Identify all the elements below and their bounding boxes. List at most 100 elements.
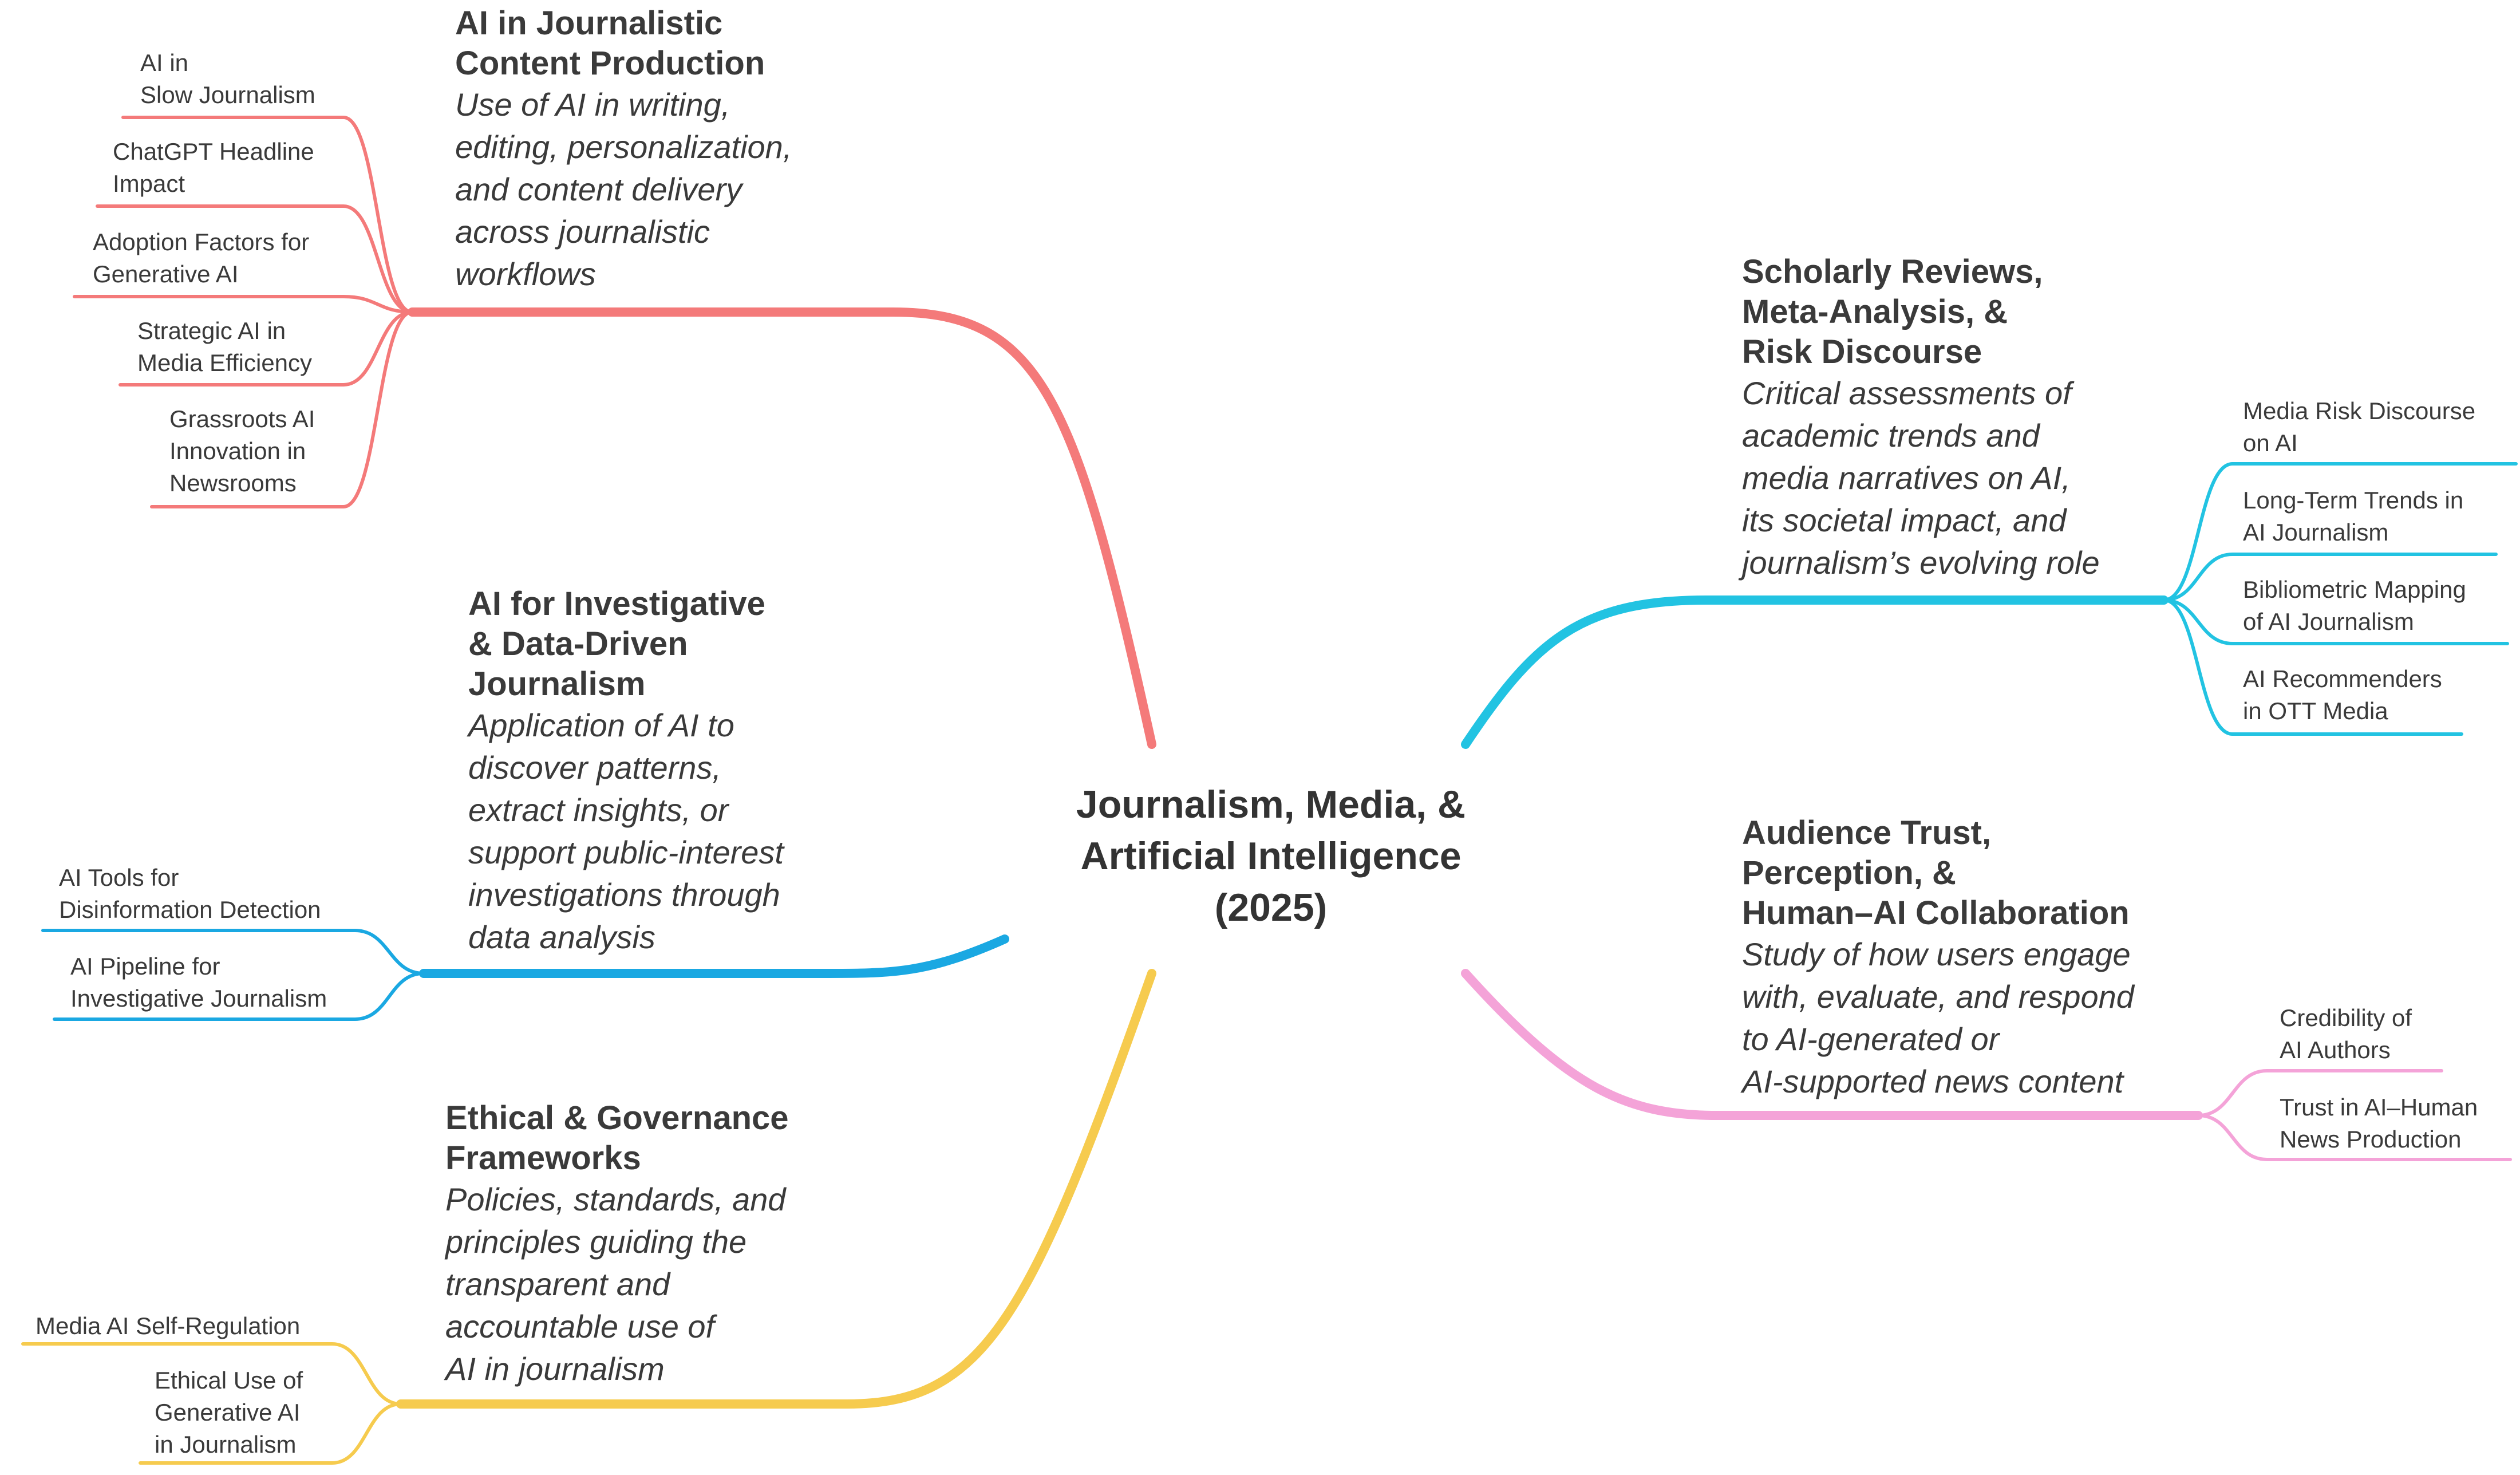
- leaf-credibility-ai-authors: Credibility of AI Authors: [2280, 1002, 2412, 1066]
- central-topic-line-3: (2025): [1214, 886, 1328, 929]
- leaf-bibliometric-mapping: Bibliometric Mapping of AI Journalism: [2243, 574, 2466, 638]
- leaf-line: Generative AI: [155, 1399, 301, 1426]
- leaf-line: AI Journalism: [2243, 519, 2389, 546]
- branch-title: Audience Trust, Perception, & Human–AI C…: [1742, 813, 2134, 933]
- branch-description-line: workflows: [455, 256, 596, 292]
- leaf-line: Slow Journalism: [140, 81, 315, 108]
- branch-description-line: its societal impact, and: [1742, 502, 2067, 538]
- leaf-line: Generative AI: [93, 261, 239, 287]
- leaf-line: of AI Journalism: [2243, 608, 2414, 635]
- leaf-chatgpt-headline: ChatGPT Headline Impact: [113, 136, 314, 200]
- leaf-connector-pipeline: [53, 972, 425, 1021]
- branch-connector-audience: [1461, 969, 2512, 1161]
- leaf-connector-media-risk: [2162, 462, 2518, 602]
- leaf-connector-credibility: [2197, 1069, 2443, 1117]
- leaf-line: AI Tools for: [59, 864, 179, 891]
- branch-description-line: extract insights, or: [468, 792, 729, 828]
- leaf-connector-disinformation: [41, 929, 425, 975]
- main-connector-ethics: [396, 969, 1156, 1409]
- leaf-line: AI Authors: [2280, 1036, 2391, 1063]
- leaf-self-regulation: Media AI Self-Regulation: [35, 1310, 300, 1342]
- leaf-line: Investigative Journalism: [70, 985, 327, 1012]
- branch-scholarly: Scholarly Reviews, Meta-Analysis, & Risk…: [1742, 252, 2100, 584]
- branch-description: Study of how users engage with, evaluate…: [1742, 933, 2134, 1103]
- branch-description: Use of AI in writing, editing, personali…: [455, 84, 792, 295]
- branch-description-line: support public-interest: [468, 834, 784, 870]
- leaf-slow-journalism: AI in Slow Journalism: [140, 47, 315, 111]
- branch-title-line: AI in Journalistic: [455, 5, 723, 42]
- branch-description-line: Application of AI to: [468, 707, 734, 743]
- leaf-line: Newsrooms: [169, 470, 297, 496]
- leaf-investigative-pipeline: AI Pipeline for Investigative Journalism: [70, 951, 327, 1015]
- leaf-connector-trust-production: [2197, 1114, 2512, 1161]
- leaf-line: on AI: [2243, 429, 2298, 456]
- branch-description-line: AI-supported news content: [1742, 1063, 2124, 1099]
- branch-description-line: AI in journalism: [445, 1351, 665, 1387]
- leaf-trust-human-production: Trust in AI–Human News Production: [2280, 1091, 2478, 1155]
- leaf-connector-chatgpt-headline: [96, 204, 414, 314]
- branch-content-production: AI in Journalistic Content Production Us…: [455, 3, 792, 295]
- leaf-line: in OTT Media: [2243, 697, 2388, 724]
- branch-description-line: transparent and: [445, 1266, 670, 1302]
- leaf-line: ChatGPT Headline: [113, 138, 314, 165]
- branch-description-line: editing, personalization,: [455, 129, 792, 165]
- branch-title-line: Scholarly Reviews,: [1742, 253, 2043, 290]
- leaf-adoption-factors: Adoption Factors for Generative AI: [93, 226, 309, 290]
- main-connector-audience: [1461, 969, 2203, 1120]
- leaf-connector-self-regulation: [21, 1342, 402, 1406]
- branch-description-line: media narratives on AI,: [1742, 460, 2071, 496]
- branch-description-line: and content delivery: [455, 171, 742, 207]
- branch-description-line: Policies, standards, and: [445, 1181, 786, 1217]
- branch-title: AI for Investigative & Data-Driven Journ…: [468, 584, 784, 704]
- branch-title-line: Perception, &: [1742, 854, 1956, 892]
- leaf-connector-long-term: [2162, 553, 2498, 602]
- branch-title-line: AI for Investigative: [468, 585, 765, 622]
- central-topic-line-1: Journalism, Media, &: [1076, 783, 1466, 826]
- main-connector-investigative: [419, 934, 1009, 978]
- main-connector-content-production: [408, 307, 1156, 749]
- branch-title: AI in Journalistic Content Production: [455, 3, 792, 84]
- branch-investigative: AI for Investigative & Data-Driven Journ…: [468, 584, 784, 959]
- branch-description-line: Use of AI in writing,: [455, 86, 730, 123]
- leaf-grassroots-ai: Grassroots AI Innovation in Newsrooms: [169, 403, 315, 499]
- leaf-line: Innovation in: [169, 437, 306, 464]
- branch-description-line: Critical assessments of: [1742, 375, 2072, 411]
- branch-connector-ethics: [21, 969, 1156, 1465]
- branch-title-line: Audience Trust,: [1742, 814, 1992, 851]
- leaf-line: Grassroots AI: [169, 405, 315, 432]
- leaf-line: in Journalism: [155, 1431, 297, 1458]
- leaf-line: Ethical Use of: [155, 1367, 303, 1394]
- leaf-long-term-trends: Long-Term Trends in AI Journalism: [2243, 484, 2463, 549]
- leaf-disinformation-detection: AI Tools for Disinformation Detection: [59, 862, 321, 926]
- leaf-line: Long-Term Trends in: [2243, 487, 2464, 514]
- leaf-line: AI Pipeline for: [70, 953, 220, 980]
- leaf-connector-slow-journalism: [121, 116, 414, 314]
- leaf-connector-ethical-use: [139, 1402, 402, 1465]
- leaf-line: Adoption Factors for: [93, 228, 310, 255]
- branch-description-line: to AI-generated or: [1742, 1021, 2000, 1057]
- leaf-line: Bibliometric Mapping: [2243, 576, 2466, 603]
- branch-connector-scholarly: [1461, 462, 2518, 749]
- leaf-connector-grassroots-ai: [150, 310, 414, 508]
- leaf-connector-ott: [2162, 598, 2463, 736]
- branch-description-line: investigations through: [468, 877, 780, 913]
- branch-title-line: Ethical & Governance: [445, 1099, 789, 1137]
- branch-audience: Audience Trust, Perception, & Human–AI C…: [1742, 813, 2134, 1103]
- branch-description: Policies, standards, and principles guid…: [445, 1178, 789, 1390]
- branch-title: Scholarly Reviews, Meta-Analysis, & Risk…: [1742, 252, 2100, 372]
- branch-title-line: Frameworks: [445, 1139, 641, 1177]
- branch-description-line: data analysis: [468, 919, 655, 955]
- leaf-line: Media Efficiency: [137, 349, 313, 376]
- branch-title-line: Content Production: [455, 45, 765, 82]
- leaf-connector-strategic-ai: [119, 310, 414, 387]
- branch-description-line: accountable use of: [445, 1308, 715, 1344]
- main-connector-scholarly: [1461, 595, 2169, 749]
- branch-description: Critical assessments of academic trends …: [1742, 372, 2100, 584]
- branch-connector-content-production: [73, 116, 1156, 749]
- leaf-line: Strategic AI in: [137, 317, 286, 344]
- branch-title: Ethical & Governance Frameworks: [445, 1098, 789, 1178]
- branch-description-line: journalism’s evolving role: [1742, 545, 2100, 581]
- branch-title-line: Meta-Analysis, &: [1742, 293, 2008, 330]
- branch-title-line: Journalism: [468, 665, 646, 703]
